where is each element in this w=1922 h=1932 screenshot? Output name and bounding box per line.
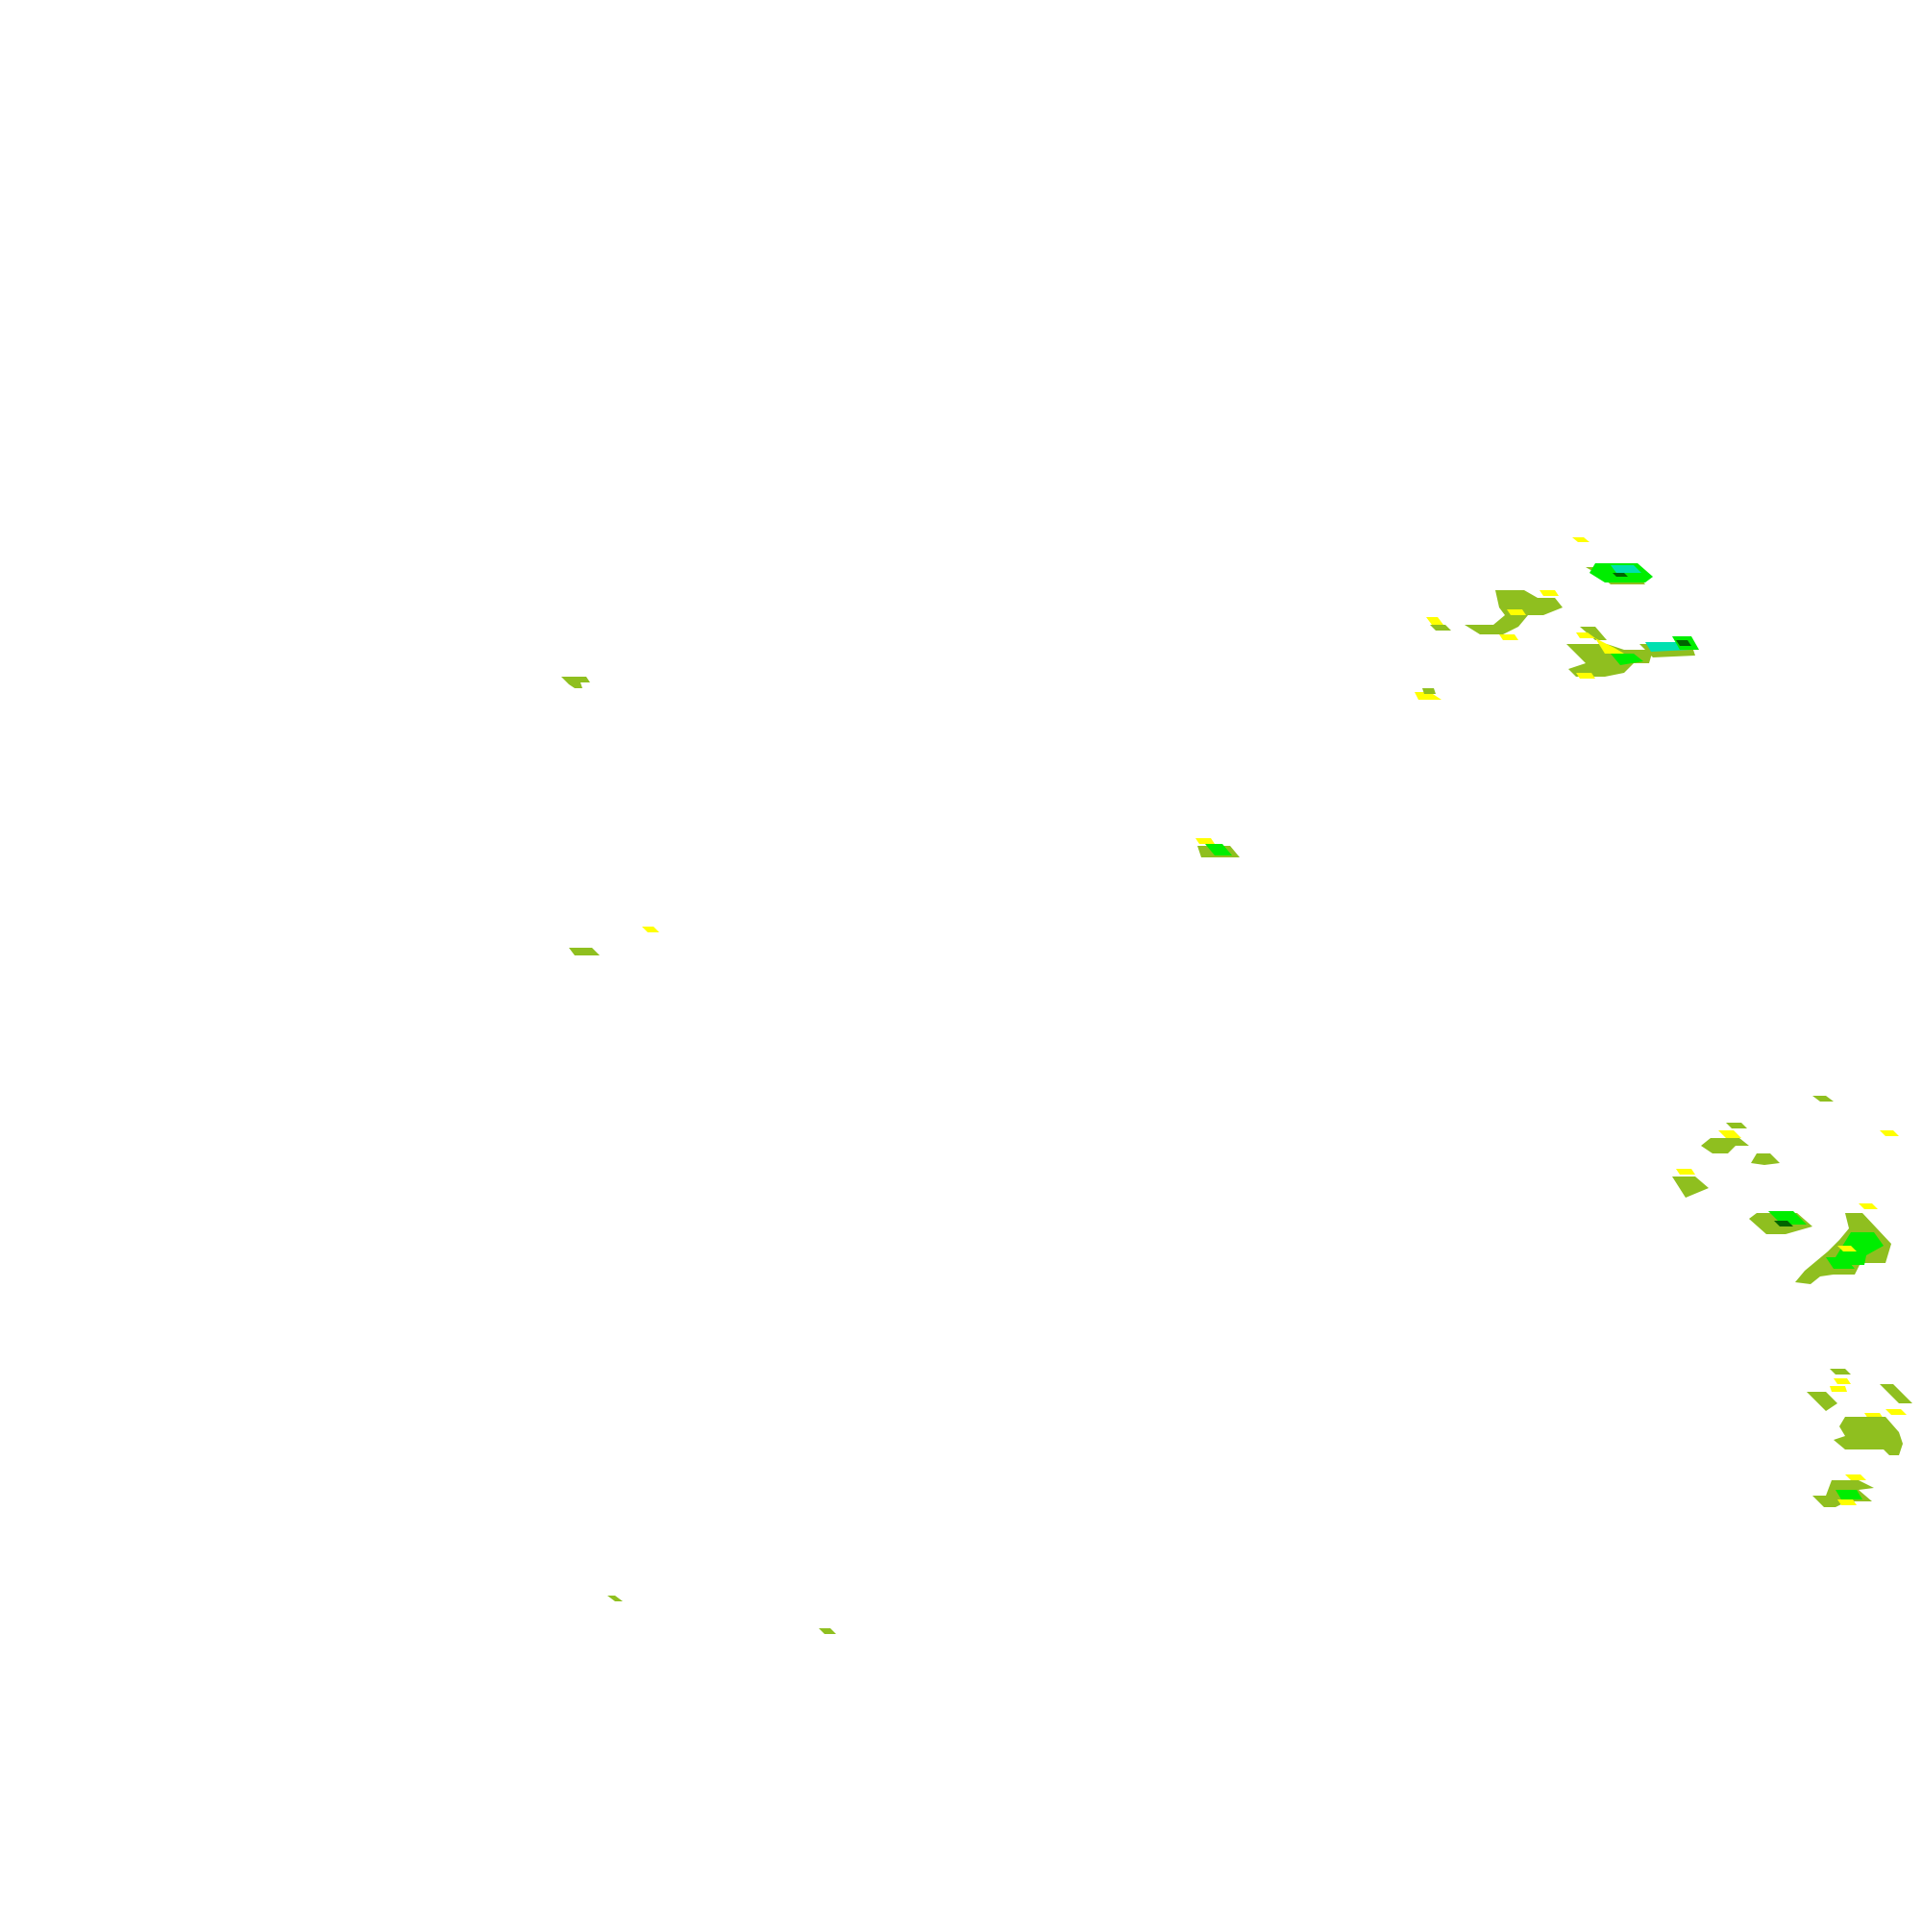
echo-cell [1676, 1169, 1695, 1175]
echo-cell [1422, 688, 1436, 694]
echo-cell [1880, 1384, 1912, 1403]
echo-cell [1774, 1221, 1793, 1226]
west-scattered-echoes [561, 677, 836, 1634]
echo-cell [1195, 838, 1215, 844]
echo-cell [1499, 634, 1518, 640]
echo-cell [1812, 1096, 1834, 1102]
echo-cell [1415, 692, 1442, 700]
echo-cell [1845, 1474, 1866, 1480]
echo-cell [1566, 644, 1653, 677]
echo-cell [607, 1596, 623, 1601]
echo-cell [1718, 1130, 1741, 1138]
echo-cell [1834, 1378, 1851, 1384]
central-isolated-echo [1195, 838, 1240, 857]
echo-cell [1701, 1138, 1749, 1153]
echo-cell [1830, 1369, 1851, 1375]
echo-cell [561, 677, 590, 688]
echo-cell [1430, 625, 1451, 631]
echo-cell [1676, 640, 1691, 646]
echo-cell [1611, 565, 1641, 573]
echo-cell [1426, 617, 1443, 625]
echo-cell [1826, 1257, 1855, 1269]
echo-cell [1807, 1392, 1837, 1411]
echo-cell [1595, 638, 1624, 654]
echo-cell [819, 1628, 836, 1634]
echo-cell [1672, 1177, 1709, 1198]
echo-cell [569, 948, 600, 955]
echo-cell [642, 927, 659, 932]
echo-cell [1751, 1153, 1780, 1165]
echo-cell [1205, 844, 1232, 855]
echo-cell [1834, 1417, 1903, 1455]
echo-cell [1859, 1203, 1878, 1209]
north-east-cluster [1415, 537, 1699, 700]
echo-cell [1837, 1246, 1857, 1251]
echo-cell [1880, 1130, 1899, 1136]
echo-cell [1768, 1211, 1807, 1225]
echo-cell [1572, 537, 1589, 542]
echo-cell [1885, 1409, 1907, 1415]
echo-cell [1830, 1386, 1847, 1392]
south-east-cluster [1672, 1096, 1912, 1507]
echo-cell [1726, 1123, 1747, 1128]
echo-cell [1611, 654, 1643, 665]
echo-cell [1613, 573, 1628, 577]
echo-cell [1507, 609, 1526, 615]
echo-cell [1580, 627, 1607, 640]
echo-cell [1836, 1232, 1884, 1265]
echo-cell [1540, 590, 1559, 596]
echo-cell [1576, 673, 1595, 679]
echo-cell [1576, 632, 1595, 638]
echo-cell [1836, 1490, 1862, 1499]
echo-cell [1837, 1499, 1857, 1505]
